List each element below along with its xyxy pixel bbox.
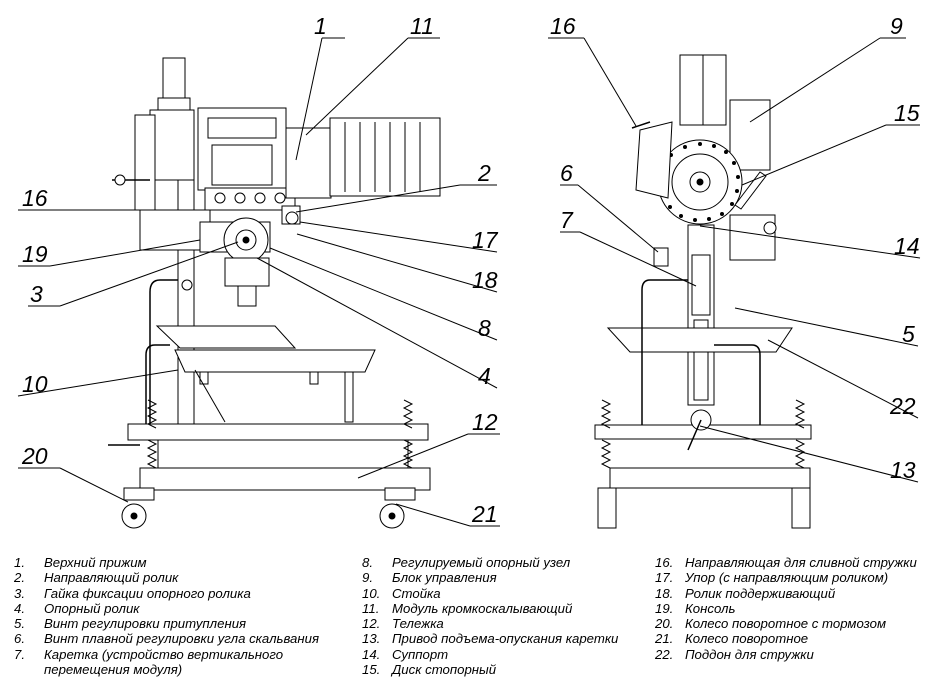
legend-item: 6. Винт плавной регулировки угла скальван… bbox=[14, 631, 334, 646]
legend-text: Суппорт bbox=[392, 646, 449, 662]
callout-8: 8 bbox=[478, 315, 491, 341]
legend-number: 12. bbox=[362, 616, 381, 632]
legend-text: Ролик поддерживающий bbox=[685, 585, 836, 601]
legend-number: 19. bbox=[655, 600, 674, 616]
legend-text: Тележка bbox=[392, 616, 444, 632]
legend-number: 20. bbox=[655, 616, 674, 632]
legend-item: 10. Стойка bbox=[362, 586, 632, 601]
legend-text: Опорный ролик bbox=[44, 600, 140, 616]
callout-22: 22 bbox=[889, 393, 916, 419]
legend-item: 13. Привод подъема-опускания каретки bbox=[362, 631, 632, 646]
legend-item: 11. Модуль кромкоскалывающий bbox=[362, 601, 632, 616]
legend-number: 6. bbox=[14, 631, 25, 647]
legend-item: 2. Направляющий ролик bbox=[14, 570, 334, 585]
callout-10: 10 bbox=[22, 371, 48, 397]
legend-number: 9. bbox=[362, 570, 373, 586]
legend-text: Стойка bbox=[392, 585, 441, 601]
legend-item: 9. Блок управления bbox=[362, 570, 632, 585]
callout-4: 4 bbox=[478, 363, 491, 389]
legend-text: Консоль bbox=[685, 600, 736, 616]
legend-text: Колесо поворотное bbox=[685, 631, 809, 647]
legend-item: 8. Регулируемый опорный узел bbox=[362, 555, 632, 570]
legend-text: Диск стопорный bbox=[392, 662, 497, 678]
legend-item: 22. Поддон для стружки bbox=[655, 647, 940, 662]
callout-20: 20 bbox=[21, 443, 48, 469]
callout-16-left: 16 bbox=[22, 185, 48, 211]
callout-1: 1 bbox=[314, 13, 327, 39]
legend-number: 8. bbox=[362, 555, 373, 570]
legend-item: 3. Гайка фиксации опорного ролика bbox=[14, 586, 334, 601]
legend-text: Поддон для стружки bbox=[685, 646, 814, 662]
legend-column-2: 8. Регулируемый опорный узел 9. Блок управ… bbox=[362, 555, 632, 677]
legend-number: 18. bbox=[655, 585, 674, 601]
callout-2: 2 bbox=[477, 160, 491, 186]
legend-item: 4. Опорный ролик bbox=[14, 601, 334, 616]
legend-item: 21. Колесо поворотное bbox=[655, 631, 940, 646]
legend-number: 2. bbox=[14, 570, 25, 586]
callout-9: 9 bbox=[890, 13, 903, 39]
legend-text: Направляющий ролик bbox=[44, 570, 179, 586]
legend-number: 13. bbox=[362, 631, 381, 647]
callout-11: 11 bbox=[410, 13, 434, 39]
legend-column-3: 16. Направляющая для сливной стружки 17. У… bbox=[655, 555, 940, 662]
legend-number: 11. bbox=[362, 600, 380, 616]
legend-number: 1. bbox=[14, 555, 25, 570]
legend-number: 21. bbox=[655, 631, 674, 647]
callout-13: 13 bbox=[890, 457, 916, 483]
callout-12: 12 bbox=[472, 409, 498, 435]
legend-text: Модуль кромкоскалывающий bbox=[392, 600, 573, 616]
legend-number: 10. bbox=[362, 585, 381, 601]
legend-text: Винт регулировки притупления bbox=[44, 616, 247, 632]
legend-number: 7. bbox=[14, 646, 25, 662]
legend-text: Направляющая для сливной стружки bbox=[685, 555, 917, 570]
legend-item: 16. Направляющая для сливной стружки bbox=[655, 555, 940, 570]
leader-lines-left bbox=[17, 37, 500, 527]
callout-21: 21 bbox=[471, 501, 498, 527]
legend-number: 15. bbox=[362, 662, 381, 678]
callout-numbers: 1 11 16 19 3 2 17 18 8 4 10 12 20 21 16 … bbox=[21, 13, 920, 527]
callout-7: 7 bbox=[560, 207, 574, 233]
callout-19: 19 bbox=[22, 241, 48, 267]
legend-item: 20. Колесо поворотное с тормозом bbox=[655, 616, 940, 631]
legend-number: 14. bbox=[362, 646, 381, 662]
legend-text: Винт плавной регулировки угла скальвания bbox=[44, 631, 320, 647]
legend-text: Упор (с направляющим роликом) bbox=[685, 570, 889, 586]
legend-item: 5. Винт регулировки притупления bbox=[14, 616, 334, 631]
legend-text: Колесо поворотное с тормозом bbox=[685, 616, 886, 632]
legend-item: 7. Каретка (устройство вертикального пере… bbox=[14, 647, 334, 678]
legend-number: 16. bbox=[655, 555, 674, 570]
legend-number: 4. bbox=[14, 600, 25, 616]
legend-text: Привод подъема-опускания каретки bbox=[392, 631, 619, 647]
side-view bbox=[108, 57, 441, 529]
callout-16-right: 16 bbox=[550, 13, 576, 39]
legend-number: 17. bbox=[655, 570, 674, 586]
legend-item: 17. Упор (с направляющим роликом) bbox=[655, 570, 940, 585]
legend-text: Регулируемый опорный узел bbox=[392, 555, 571, 570]
legend-number: 5. bbox=[14, 616, 25, 632]
legend-number: 3. bbox=[14, 585, 25, 601]
legend-text: Верхний прижим bbox=[44, 555, 147, 570]
machine-diagram: 1 11 16 19 3 2 17 18 8 4 10 12 20 21 16 … bbox=[17, 13, 921, 529]
legend-item: 1. Верхний прижим bbox=[14, 555, 334, 570]
legend-text: Гайка фиксации опорного ролика bbox=[44, 585, 251, 601]
legend-number: 22. bbox=[655, 646, 674, 662]
callout-18: 18 bbox=[472, 267, 498, 293]
callout-6: 6 bbox=[560, 160, 573, 186]
legend-column-1: 1. Верхний прижим 2. Направляющий ролик 3.… bbox=[14, 555, 334, 677]
leader-lines-right bbox=[548, 37, 921, 483]
callout-5: 5 bbox=[902, 321, 915, 347]
legend-item: 12. Тележка bbox=[362, 616, 632, 631]
front-view bbox=[594, 54, 812, 529]
legend-item: 19. Консоль bbox=[655, 601, 940, 616]
callout-17: 17 bbox=[472, 227, 499, 253]
legend-text: Каретка (устройство вертикального переме… bbox=[44, 646, 284, 678]
legend-item: 18. Ролик поддерживающий bbox=[655, 586, 940, 601]
legend-item: 15. Диск стопорный bbox=[362, 662, 632, 677]
callout-15: 15 bbox=[894, 100, 920, 126]
callout-14: 14 bbox=[894, 233, 920, 259]
legend-item: 14. Суппорт bbox=[362, 647, 632, 662]
legend-text: Блок управления bbox=[392, 570, 497, 586]
callout-3: 3 bbox=[30, 281, 43, 307]
